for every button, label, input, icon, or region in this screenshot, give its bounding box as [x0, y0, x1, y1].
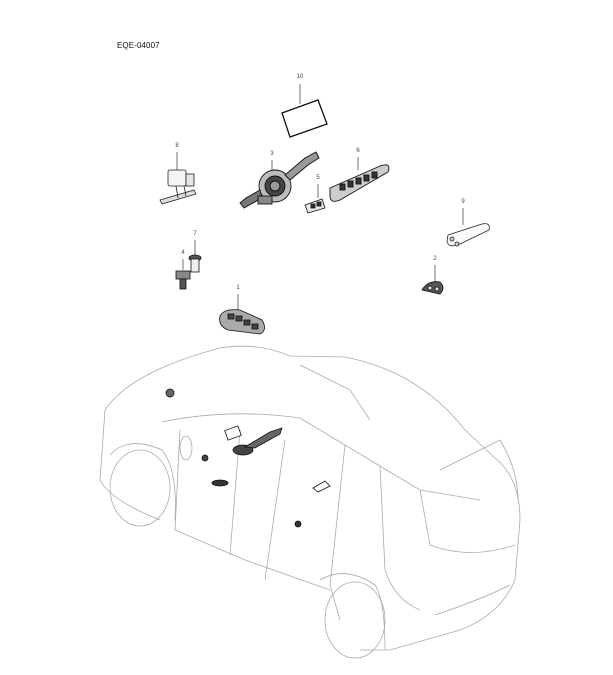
callout-6: 6 [356, 148, 360, 154]
callout-7: 7 [193, 231, 197, 237]
part-6-switch-panel [329, 164, 390, 202]
part-2-switch [421, 281, 444, 295]
diagram-code: EQE-04007 [117, 41, 160, 50]
car-outline [99, 345, 521, 659]
callout-2: 2 [433, 256, 437, 262]
part-7-switch [188, 254, 202, 273]
callout-8: 8 [175, 143, 179, 149]
car-installed-parts [165, 388, 331, 528]
callout-5: 5 [316, 175, 320, 181]
callout-3: 3 [270, 151, 274, 157]
callout-10: 10 [296, 74, 304, 80]
callout-4: 4 [181, 250, 185, 256]
callout-9: 9 [461, 199, 465, 205]
part-3-combination-switch [239, 151, 320, 209]
part-5-switch [304, 198, 326, 214]
part-8-module [159, 169, 197, 205]
part-9-module [446, 223, 490, 247]
callout-1: 1 [236, 285, 240, 291]
part-1-window-switch [219, 309, 265, 335]
part-4-switch [175, 270, 191, 290]
part-10-panel [281, 99, 328, 138]
